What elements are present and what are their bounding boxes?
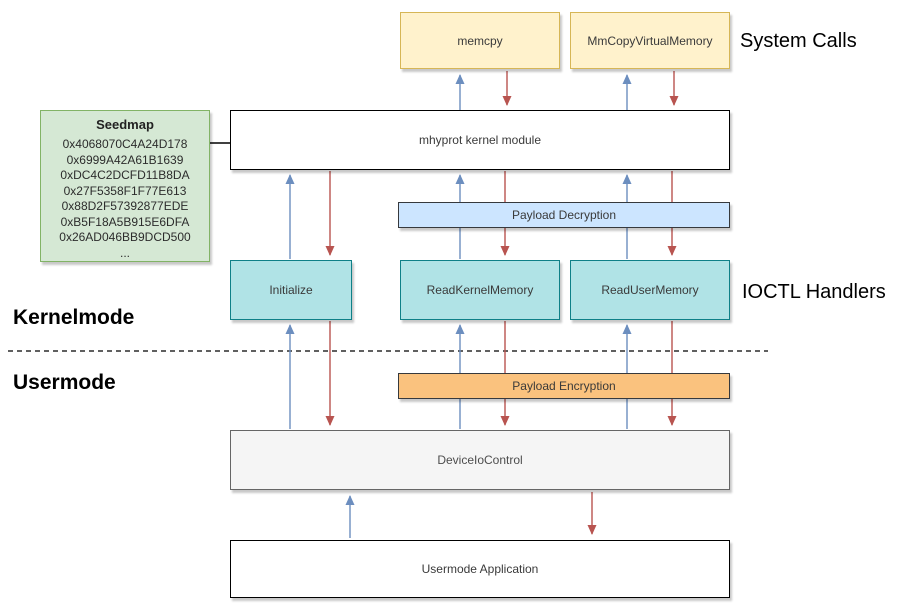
node-readkernelmemory: ReadKernelMemory — [400, 260, 560, 320]
node-initialize: Initialize — [230, 260, 352, 320]
seedmap-value: 0x6999A42A61B1639 — [66, 152, 184, 167]
node-payload-decryption: Payload Decryption — [398, 202, 730, 228]
node-usermode-application: Usermode Application — [230, 540, 730, 598]
node-label: memcpy — [457, 33, 503, 48]
node-readusermemory: ReadUserMemory — [570, 260, 730, 320]
seedmap-title: Seedmap — [96, 117, 154, 132]
seedmap-value: 0x27F5358F1F77E613 — [63, 183, 187, 198]
node-label: mhyprot kernel module — [418, 133, 542, 147]
node-mmcopyvirtualmemory: MmCopyVirtualMemory — [570, 12, 730, 69]
node-deviceiocontrol: DeviceIoControl — [230, 430, 730, 490]
label-usermode: Usermode — [13, 371, 116, 394]
seedmap-value: 0xB5F18A5B915E6DFA — [60, 214, 190, 229]
node-mhyprot-kernel-module: mhyprot kernel module — [230, 110, 730, 170]
node-label: Usermode Application — [421, 562, 539, 576]
node-memcpy: memcpy — [400, 12, 560, 69]
label-system-calls: System Calls — [740, 30, 857, 52]
node-label: ReadKernelMemory — [426, 283, 534, 297]
label-kernelmode: Kernelmode — [13, 306, 135, 329]
node-label: DeviceIoControl — [437, 453, 523, 467]
seedmap-value: 0x4068070C4A24D178 — [62, 137, 188, 151]
label-ioctl-handlers: IOCTL Handlers — [742, 281, 886, 303]
node-seedmap: Seedmap 0x4068070C4A24D178 0x6999A42A61B… — [40, 110, 210, 262]
node-label: MmCopyVirtualMemory — [587, 33, 713, 48]
node-label: Payload Encryption — [512, 379, 616, 393]
seedmap-value: 0xDC4C2DCFD11B8DA — [60, 168, 190, 182]
node-label: Initialize — [269, 283, 313, 297]
seedmap-value: 0x26AD046BB9DCD500 — [59, 230, 191, 244]
seedmap-value: 0x88D2F57392877EDE — [61, 199, 189, 213]
node-label: ReadUserMemory — [601, 283, 699, 297]
node-label: Payload Decryption — [511, 208, 617, 222]
seedmap-value-ellipsis: ... — [119, 245, 130, 260]
node-payload-encryption: Payload Encryption — [398, 373, 730, 399]
